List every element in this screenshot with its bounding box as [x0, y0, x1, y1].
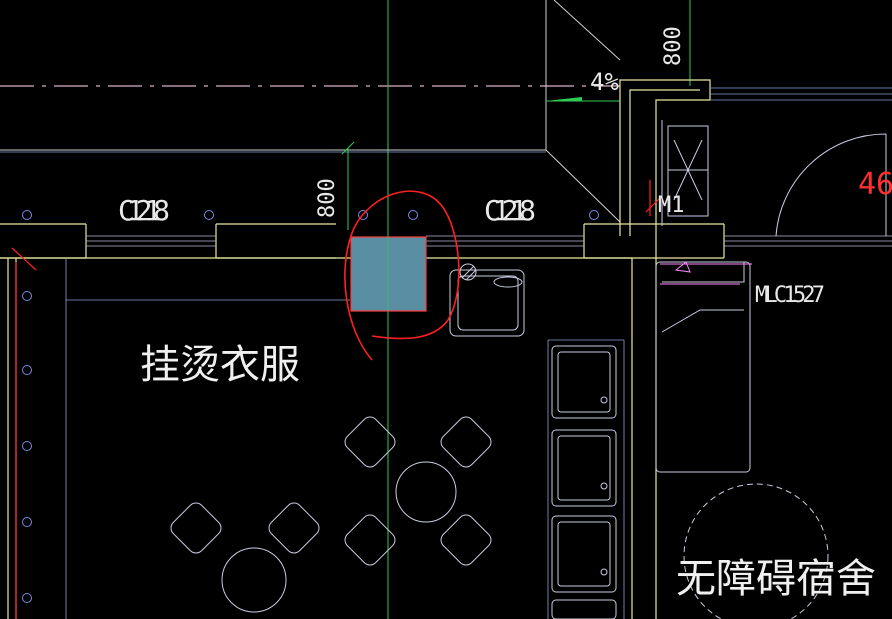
washing-machines [551, 345, 617, 619]
dim-tick-green [341, 141, 355, 230]
partition-walls [0, 79, 711, 619]
window-mlc [660, 261, 752, 285]
slope-arrow [546, 97, 620, 102]
label-800-mid: 800 [315, 178, 340, 218]
label-edge: 46 [858, 167, 892, 202]
label-800-top: 800 [661, 26, 686, 66]
door-swing [775, 133, 887, 237]
shaft [661, 120, 709, 226]
axis-blue-lines [0, 87, 892, 619]
label-c1218-left: C1218 [118, 194, 170, 227]
label-slope: 4% [590, 68, 619, 96]
label-mlc1527: MLC1527 [755, 283, 825, 308]
accessible-circle [683, 483, 829, 619]
room-label-accessible: 无障碍宿舍 [676, 556, 876, 602]
table-set-left [170, 502, 320, 613]
label-door-m1: M1 [658, 193, 685, 218]
window-strips [86, 235, 892, 247]
red-ticks [11, 180, 663, 619]
table-set-right [344, 416, 492, 566]
axis-circles [22, 210, 599, 603]
label-c1218-right: C1218 [484, 194, 536, 227]
bed [655, 261, 751, 473]
sink [449, 263, 525, 337]
red-annotation-circle[interactable] [344, 190, 460, 361]
room-label-ironing: 挂烫衣服 [140, 342, 300, 388]
